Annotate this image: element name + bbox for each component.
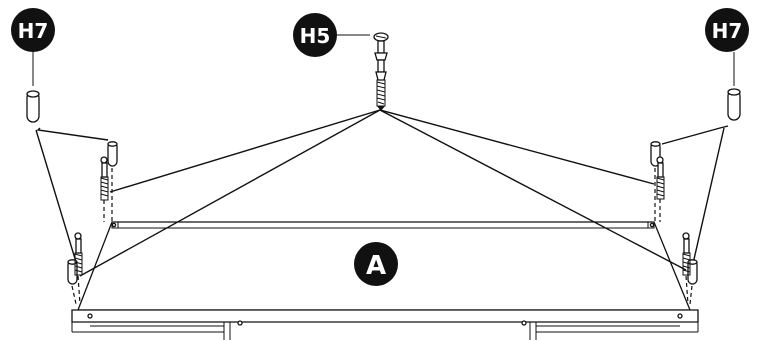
badge-h5-label: H5 xyxy=(300,24,331,48)
cam-screw-upper-right xyxy=(656,156,665,200)
dowel-lower-left xyxy=(67,259,78,285)
h7-dowel-right xyxy=(727,88,741,121)
badge-h7-right: H7 xyxy=(705,8,749,52)
h7-dowel-left xyxy=(26,90,40,123)
badge-panel-a-label: A xyxy=(366,251,386,281)
badge-h7-right-label: H7 xyxy=(712,19,743,43)
badge-h7-left-label: H7 xyxy=(18,19,49,43)
badge-h7-left: H7 xyxy=(11,8,55,52)
cam-screw-upper-left xyxy=(100,156,109,201)
h5-cam-bolt xyxy=(373,32,389,111)
badge-panel-a: A xyxy=(354,242,398,286)
cam-screw-lower-right xyxy=(682,232,691,276)
badge-h5: H5 xyxy=(293,13,337,57)
cam-screw-lower-left xyxy=(74,232,83,276)
dowel-upper-left xyxy=(107,141,118,167)
h5-leader-lines xyxy=(79,109,687,277)
h7-leader-lines xyxy=(35,125,729,269)
